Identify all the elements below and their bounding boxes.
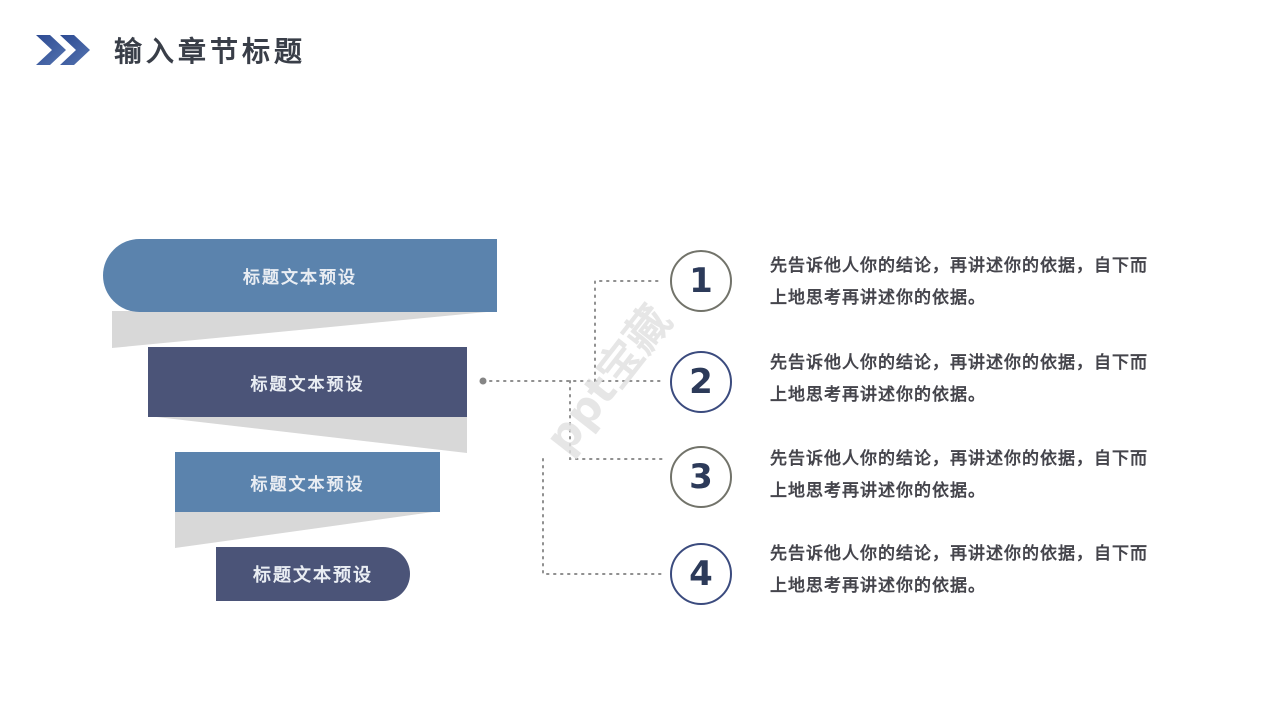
step-circle-4: 4 (670, 543, 732, 605)
ribbon-fold-2 (148, 416, 467, 453)
step-circle-2: 2 (670, 351, 732, 413)
banner-1: 标题文本预设 (103, 239, 497, 312)
banner-3-label: 标题文本预设 (250, 474, 365, 495)
slide-title: 输入章节标题 (114, 35, 307, 68)
step-circle-3: 3 (670, 446, 732, 508)
ribbon-fold-1 (112, 311, 497, 348)
step-number-3: 3 (689, 457, 713, 497)
watermark: ppt宝藏 (535, 296, 682, 464)
step-number-2: 2 (689, 362, 713, 402)
step-text-2: 先告诉他人你的结论，再讲述你的依据，自下而 上地思考再讲述你的依据。 (770, 353, 1148, 406)
header: 输入章节标题 (36, 30, 306, 70)
banner-4: 标题文本预设 (216, 547, 410, 601)
double-chevron-icon (36, 34, 98, 66)
step-circle-1: 1 (670, 250, 732, 312)
step-number-4: 4 (689, 554, 713, 594)
step-text-4: 先告诉他人你的结论，再讲述你的依据，自下而 上地思考再讲述你的依据。 (770, 544, 1148, 597)
banner-4-label: 标题文本预设 (253, 565, 373, 586)
step-text-3: 先告诉他人你的结论，再讲述你的依据，自下而 上地思考再讲述你的依据。 (770, 449, 1148, 502)
step-number-1: 1 (689, 261, 713, 301)
banner-2-label: 标题文本预设 (250, 374, 365, 395)
ribbon-fold-3 (175, 511, 440, 548)
banner-3: 标题文本预设 (175, 452, 440, 512)
step-text-1: 先告诉他人你的结论，再讲述你的依据，自下而 上地思考再讲述你的依据。 (770, 256, 1148, 309)
banner-1-label: 标题文本预设 (243, 268, 357, 288)
banner-2: 标题文本预设 (148, 347, 467, 417)
